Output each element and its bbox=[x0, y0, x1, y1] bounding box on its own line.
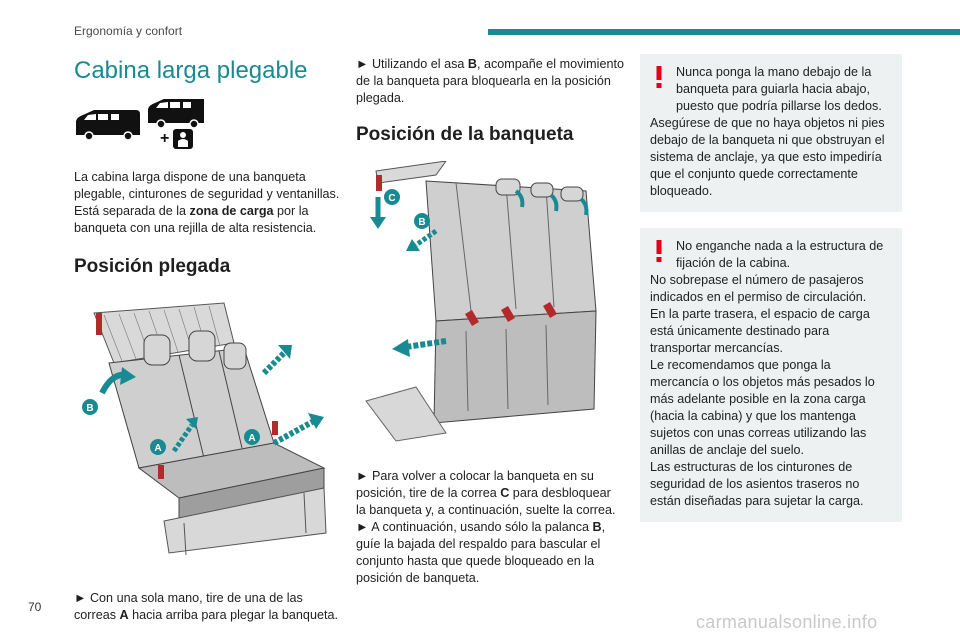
page-number: 70 bbox=[28, 600, 42, 614]
warning-2-line: En la parte trasera, el espacio de carga… bbox=[650, 307, 870, 355]
warning-1-first-text: Nunca ponga la mano debajo de la banquet… bbox=[676, 65, 882, 113]
figure-folded-bench: B A A bbox=[74, 293, 342, 576]
warning-2-first: No enganche nada a la estructura de fija… bbox=[650, 238, 892, 272]
intro-text-1: La cabina larga dispone de una banqueta … bbox=[74, 170, 340, 218]
warning-1-rest: Asegúrese de que no haya objetos ni pies… bbox=[650, 116, 885, 198]
figure-label-a2: A bbox=[248, 433, 255, 444]
step-3-end: para desbloquear la banqueta y, a contin… bbox=[356, 486, 616, 517]
warning-exclamation-icon bbox=[656, 240, 662, 262]
subtitle-folded: Posición plegada bbox=[74, 256, 231, 277]
step-2-bold: B bbox=[467, 57, 477, 71]
warning-2-first-text: No enganche nada a la estructura de fija… bbox=[676, 239, 884, 270]
bench-position-illustration: C B bbox=[365, 160, 597, 442]
step-1-bold: A bbox=[119, 608, 129, 622]
step-1-text: ► Con una sola mano, tire de una de las … bbox=[74, 591, 303, 622]
figure-label-c: C bbox=[388, 193, 395, 204]
folded-bench-illustration: B A A bbox=[82, 302, 327, 556]
subtitle-bench-position: Posición de la banqueta bbox=[356, 124, 574, 145]
column-2: ► Utilizando el asa B, acompañe el movim… bbox=[356, 48, 624, 587]
intro-paragraph: La cabina larga dispone de una banqueta … bbox=[74, 169, 342, 237]
step-1-end: hacia arriba para plegar la banqueta. bbox=[128, 608, 338, 622]
step-3-bold: C bbox=[500, 486, 510, 500]
warning-box-2: No enganche nada a la estructura de fija… bbox=[640, 228, 902, 522]
van-variants-icon: + bbox=[76, 98, 206, 149]
svg-text:+: + bbox=[160, 130, 169, 147]
step-4-end: , guíe la bajada del respaldo para bascu… bbox=[356, 520, 606, 585]
warning-2-line: Las estructuras de los cinturones de seg… bbox=[650, 460, 864, 508]
figure-label-a1: A bbox=[154, 443, 161, 454]
header-section-title: Ergonomía y confort bbox=[74, 24, 183, 38]
step-3: ► Para volver a colocar la banqueta en s… bbox=[356, 468, 624, 519]
section-title: Cabina larga plegable bbox=[74, 57, 308, 84]
step-2: ► Utilizando el asa B, acompañe el movim… bbox=[356, 56, 624, 107]
column-3: Nunca ponga la mano debajo de la banquet… bbox=[640, 48, 902, 538]
watermark: carmanualsonline.info bbox=[696, 612, 878, 632]
warning-exclamation-icon bbox=[656, 66, 662, 88]
intro-text-2: por la banqueta con una rejilla de alta … bbox=[74, 204, 317, 235]
step-1: ► Con una sola mano, tire de una de las … bbox=[74, 590, 342, 624]
warning-1-first: Nunca ponga la mano debajo de la banquet… bbox=[650, 64, 892, 115]
step-2-text: ► Utilizando el asa bbox=[356, 57, 468, 71]
figure-bench-position: C B bbox=[356, 160, 624, 454]
intro-text-bold: zona de carga bbox=[189, 204, 274, 218]
warning-2-line: No sobrepase el número de pasajeros indi… bbox=[650, 273, 867, 304]
van-icons: + bbox=[74, 98, 342, 151]
header-accent-bar bbox=[488, 29, 960, 35]
step-4-text: ► A continuación, usando sólo la palanca bbox=[356, 520, 593, 534]
warning-2-line: Le recomendamos que ponga la mercancía o… bbox=[650, 358, 875, 457]
figure-label-b2: B bbox=[418, 217, 425, 228]
step-4: ► A continuación, usando sólo la palanca… bbox=[356, 519, 624, 587]
step-4-bold: B bbox=[592, 520, 602, 534]
column-1: Cabina larga plegable + bbox=[74, 48, 342, 624]
step-2-end: , acompañe el movimiento de la banqueta … bbox=[356, 57, 624, 105]
figure-label-b: B bbox=[86, 403, 93, 414]
step-3-text: ► Para volver a colocar la banqueta en s… bbox=[356, 469, 594, 500]
warning-box-1: Nunca ponga la mano debajo de la banquet… bbox=[640, 54, 902, 212]
